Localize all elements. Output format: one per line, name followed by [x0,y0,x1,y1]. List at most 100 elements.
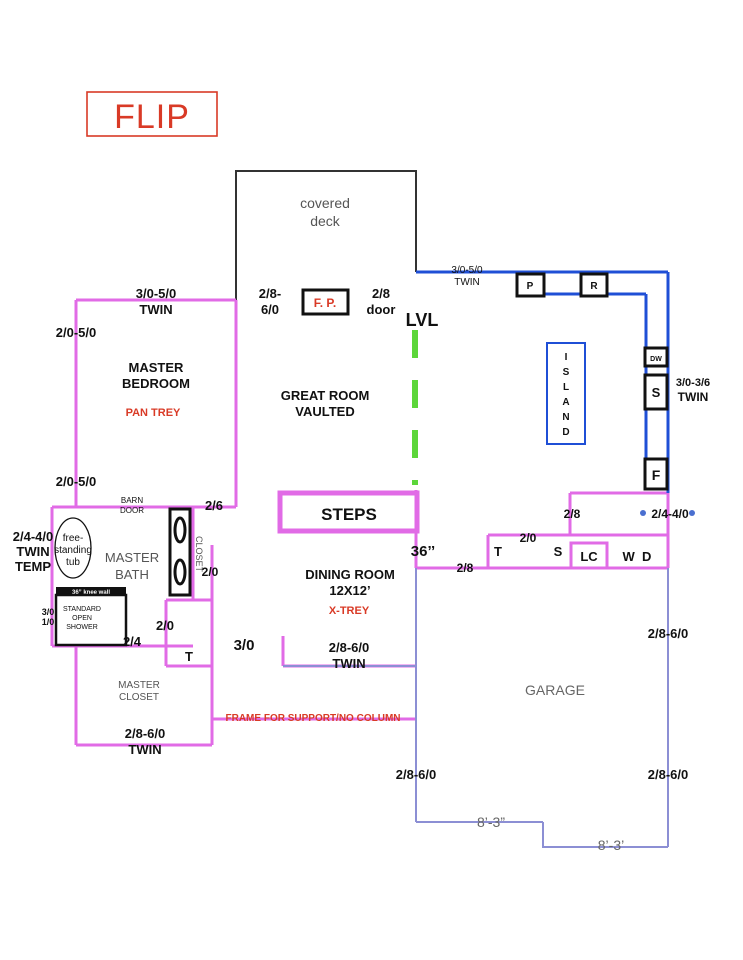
tub-line: free- [63,533,84,544]
kitchen-right-window-label: TWIN [678,390,709,404]
lvl-label: LVL [406,310,439,330]
dining-room-label: 12X12’ [329,583,370,598]
washer-dryer-label: W D [623,549,652,564]
shower-line: SHOWER [66,624,98,631]
fridge-label: F [652,467,661,483]
island-letter: L [563,382,569,393]
island-letter: I [565,352,568,363]
barn-door-closet: CLOSET [168,507,204,597]
barn-door-label: DOOR [120,506,144,515]
bed-left-upper-label: 2/0-5/0 [56,325,96,340]
deck-window-label: TWIN [139,302,172,317]
bed-left-lower-label: 2/0-5/0 [56,474,96,489]
closet-window-label: TWIN [128,742,161,757]
fridge-box [643,457,669,491]
laundry-strip: T S LC W D [494,541,652,570]
opening-labels: 3/0-5/0 TWIN 2/8- 6/0 2/8 door LVL 3/0-5… [13,265,710,853]
barn-door-label: BARN [121,496,143,505]
kitchen-sink-label: S [652,385,661,400]
bath-left-window-label: TWIN [16,544,49,559]
master-closet-label: MASTER [118,680,160,691]
pantry-box [515,272,546,298]
laundry-20-label: 2/0 [520,531,537,545]
garage-dim-right-label: 8’-3’ [598,837,624,853]
shower-window-label: 1/0 [42,617,55,627]
barn-26-label: 2/6 [205,498,223,513]
toilet-label: T [185,649,193,664]
covered-deck-label: covered [300,195,350,211]
garage-left-lower-label: 2/8-6/0 [396,767,436,782]
range-box [579,272,609,298]
shower: 36” knee wall STANDARD OPEN SHOWER [54,587,128,647]
kitchen-right-window-label: 3/0-3/6 [676,377,710,389]
closet-door-ring [173,558,187,586]
marker-dot [689,510,695,516]
steps: STEPS [277,490,420,534]
fireplace-box [301,288,350,316]
tub-line: tub [66,557,80,568]
door-28-label: door [367,302,396,317]
bath-24-label: 2/4 [123,634,142,649]
kitchen-sink-box [643,373,669,411]
laundry-28-label: 2/8 [564,507,581,521]
range-label: R [590,281,598,292]
great-room-label: GREAT ROOM [281,388,370,403]
opening-30-label: 3/0 [234,637,255,654]
dim-36-label: 36’’ [411,543,435,560]
appliances: P R DW S F F. P. [301,272,669,491]
closet-20-label: 2/0 [202,565,219,579]
master-bedroom-label: BEDROOM [122,376,190,391]
garage-walls [283,568,669,848]
door-28-60-label: 2/8- [259,286,281,301]
garage-right-lower-label: 2/8-6/0 [648,767,688,782]
steps-box [277,490,420,534]
door-28-60-label: 6/0 [261,302,279,317]
lc-label: LC [580,549,598,564]
title-frame [86,91,218,137]
covered-deck-walls [235,170,417,300]
island-letter: N [562,412,569,423]
room-labels: covered deck MASTER BEDROOM PAN TREY GRE… [105,195,585,703]
kitchen-window-label: 3/0-5/0 [451,265,483,276]
pantry-label: P [527,281,534,292]
marker-dot [640,510,646,516]
master-bedroom-label: MASTER [129,360,185,375]
title-text: FLIP [114,98,190,136]
deck-window-label: 3/0-5/0 [136,286,176,301]
tub: free- standing tub [54,517,92,579]
island-box [546,342,586,445]
door-28-label: 2/8 [372,286,390,301]
island: I S L A N D [546,342,586,445]
covered-deck-label: deck [310,213,341,229]
shower-line: OPEN [72,615,92,622]
dining-room-label: DINING ROOM [305,567,395,582]
island-letter: A [562,397,569,408]
laundry-toilet: T [494,544,502,559]
garage-label: GARAGE [525,682,585,698]
shower-window-label: 3/0 [42,607,55,617]
dishwasher-label: DW [650,356,662,363]
garage-entry-label: 2/8 [457,561,474,575]
shower-line: STANDARD [63,606,101,613]
island-letter: D [562,427,569,438]
garage-right-upper-label: 2/8-6/0 [648,626,688,641]
tub-shape [54,517,92,579]
closet-door-box [168,507,192,597]
shower-box [54,593,128,647]
bath-left-window-label: TEMP [15,559,51,574]
closet-window-label: 2/8-6/0 [125,726,165,741]
kitchen-window-label: TWIN [454,277,480,288]
kitchen-walls [416,270,670,493]
dining-window-label: TWIN [332,656,365,671]
tub-line: standing [54,545,92,556]
steps-label: STEPS [321,505,377,524]
laundry-right-label: 2/4-4/0 [651,507,689,521]
bath-left-window-label: 2/4-4/0 [13,529,53,544]
island-letter: S [563,367,570,378]
master-bath-label: BATH [115,567,149,582]
dining-window-label: 2/8-6/0 [329,640,369,655]
master-bath-label: MASTER [105,550,159,565]
knee-wall-bar [56,587,126,595]
closet-vertical-label: CLOSET [194,536,204,573]
